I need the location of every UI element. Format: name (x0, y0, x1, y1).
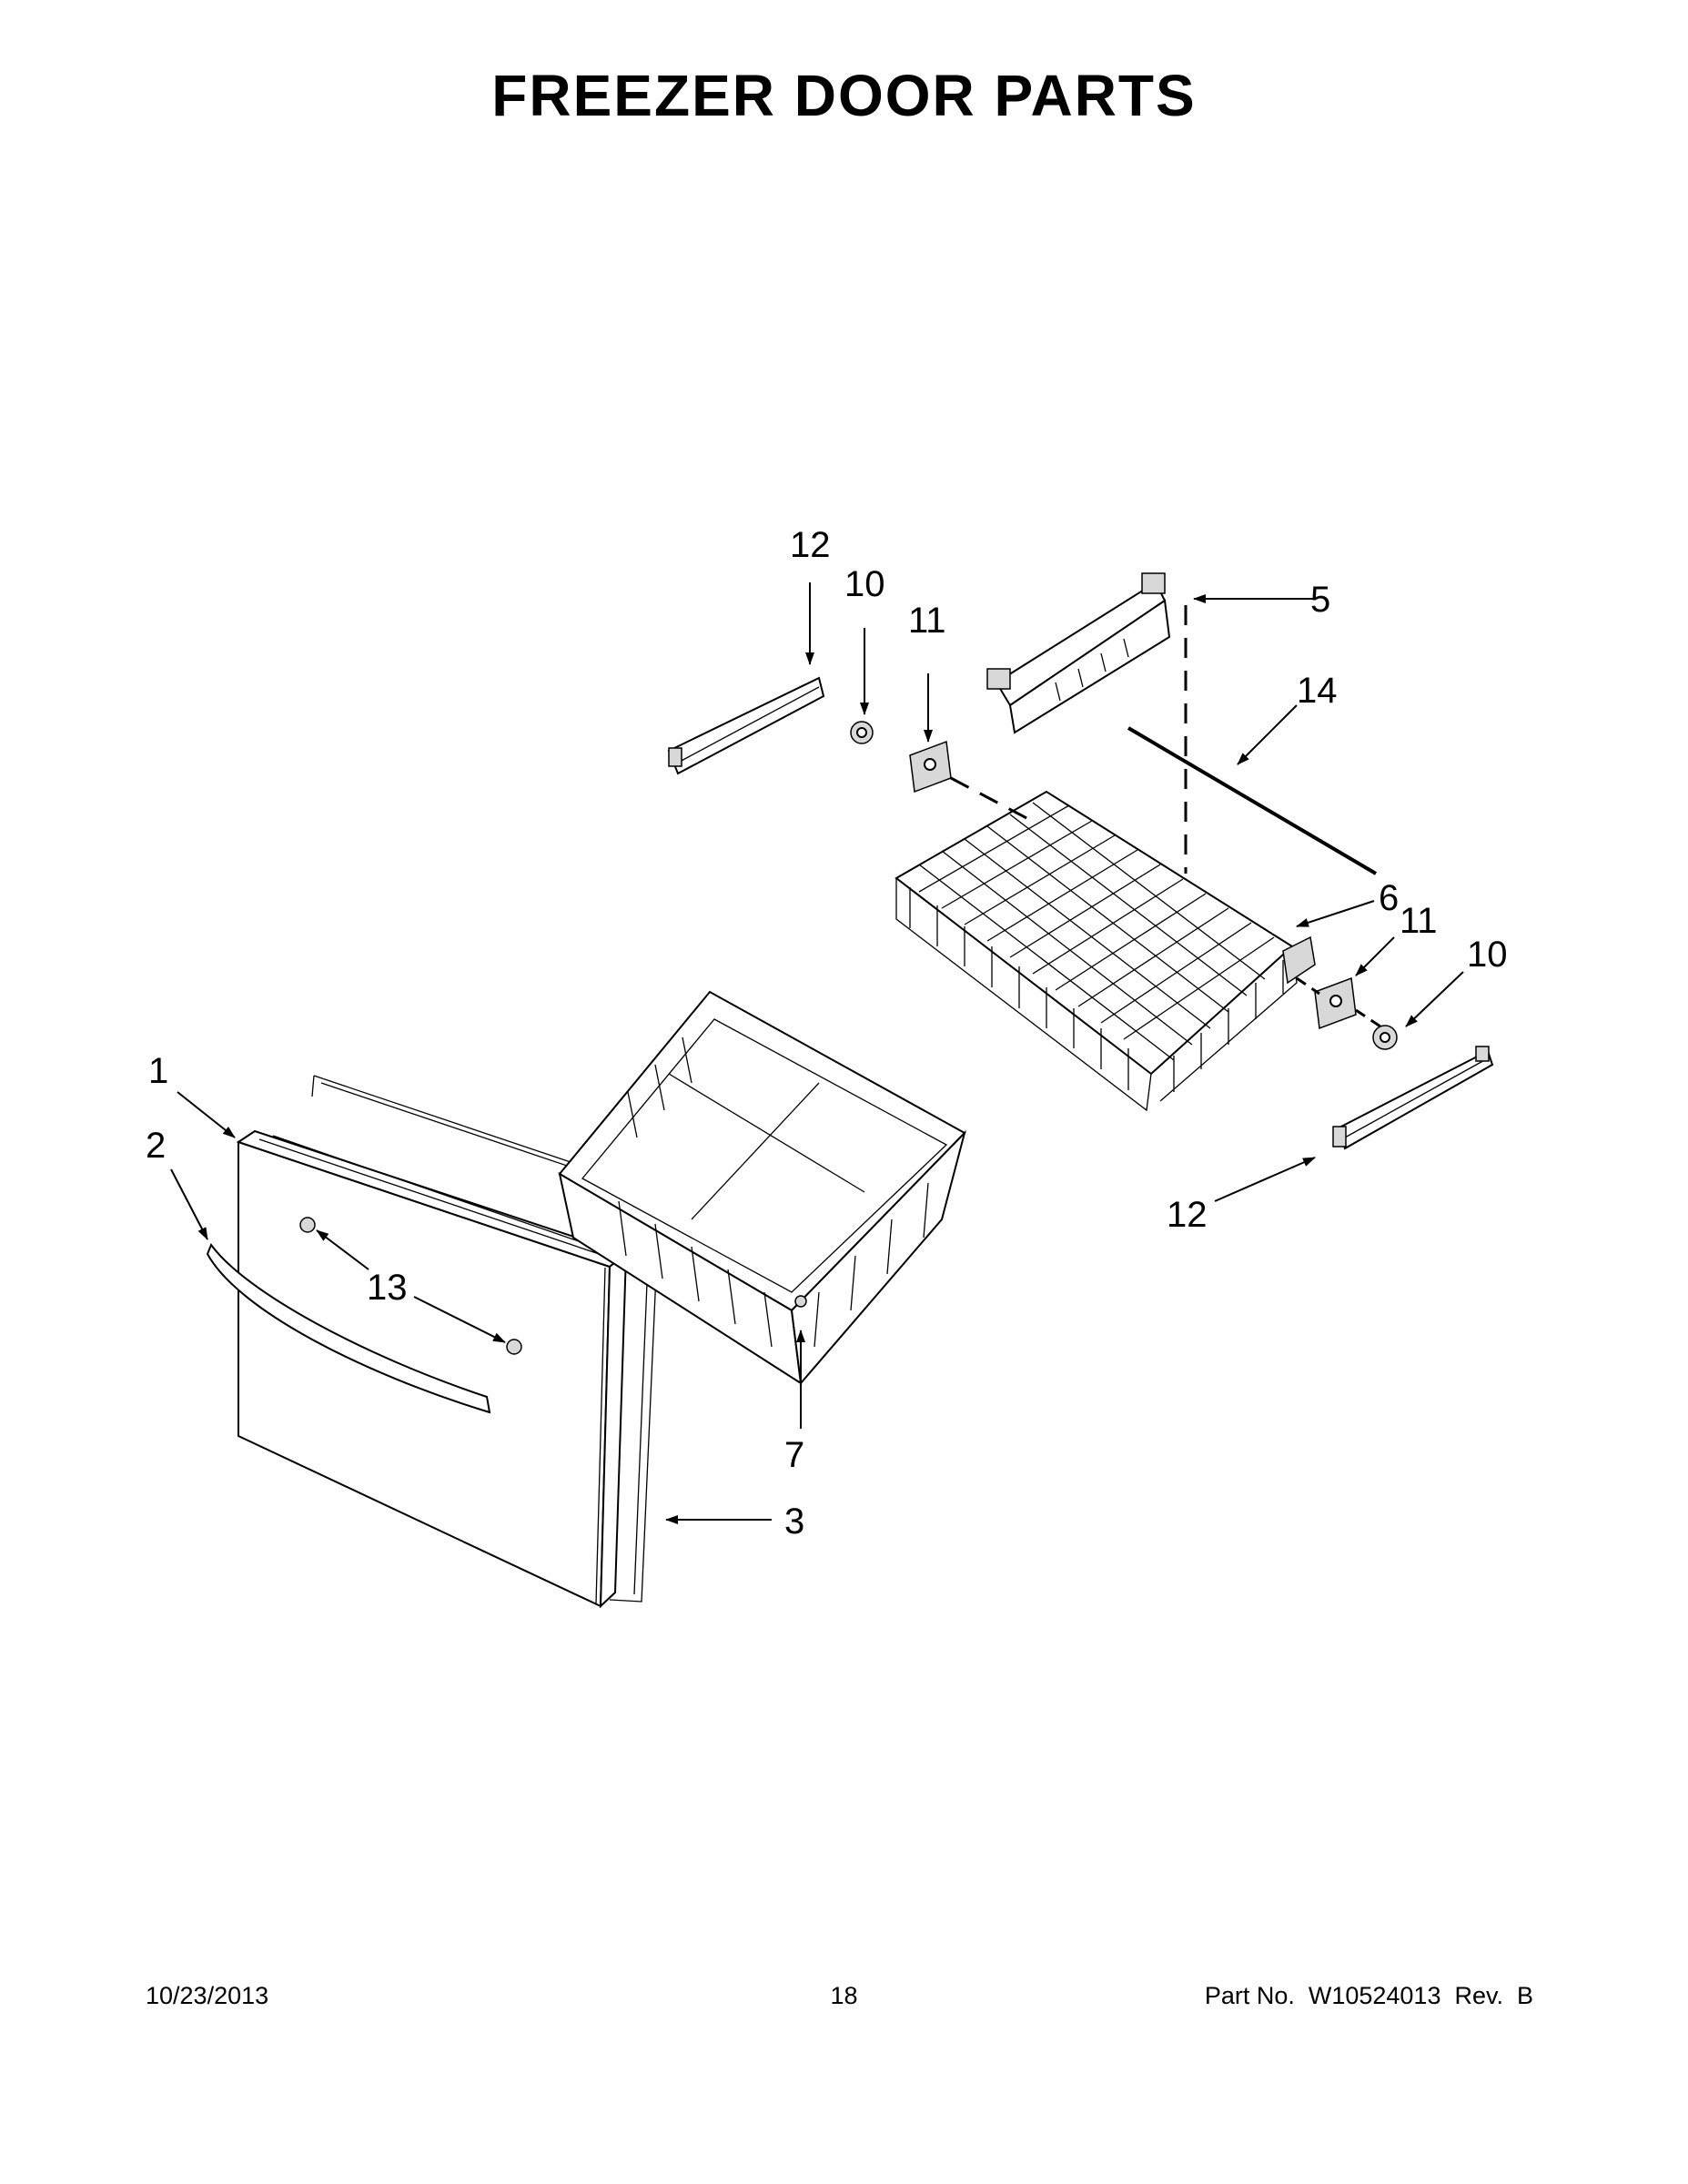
basket-rod-part (1127, 726, 1378, 875)
roller-bracket-part (909, 740, 952, 794)
roller-part (850, 721, 874, 744)
footer-page-number: 18 (830, 1982, 858, 2009)
callout-11-top: 11 (908, 601, 946, 641)
callout-14: 14 (1297, 671, 1338, 711)
basket-divider-part (986, 572, 1171, 734)
door-screw (299, 1217, 316, 1233)
callout-13: 13 (367, 1268, 408, 1308)
callout-6: 6 (1379, 878, 1399, 918)
footer-part-number: Part No. W10524013 Rev. B (1204, 1982, 1533, 2009)
callout-10-right: 10 (1467, 935, 1508, 975)
roller-part (1372, 1025, 1398, 1050)
callout-5: 5 (1310, 580, 1330, 620)
callout-12-top: 12 (790, 525, 831, 565)
door-handle-part (206, 1242, 491, 1414)
callout-10-top: 10 (844, 564, 885, 604)
wire-basket-part (895, 790, 1316, 1112)
leader-lines (170, 582, 1464, 1524)
callout-2: 2 (146, 1126, 166, 1166)
callout-11-right: 11 (1400, 901, 1438, 941)
slide-rail-part (667, 676, 825, 775)
door-screw (506, 1339, 522, 1355)
footer-date: 10/23/2013 (146, 1982, 269, 2009)
freezer-door-part (206, 1129, 629, 1609)
callout-12-bottom: 12 (1167, 1195, 1208, 1235)
roller-bracket-part (1314, 976, 1357, 1030)
callout-1: 1 (148, 1051, 168, 1091)
callout-3: 3 (784, 1502, 804, 1542)
slide-rail-part (1332, 1046, 1494, 1150)
page-title: FREEZER DOOR PARTS (491, 63, 1197, 128)
callout-7: 7 (784, 1435, 804, 1475)
